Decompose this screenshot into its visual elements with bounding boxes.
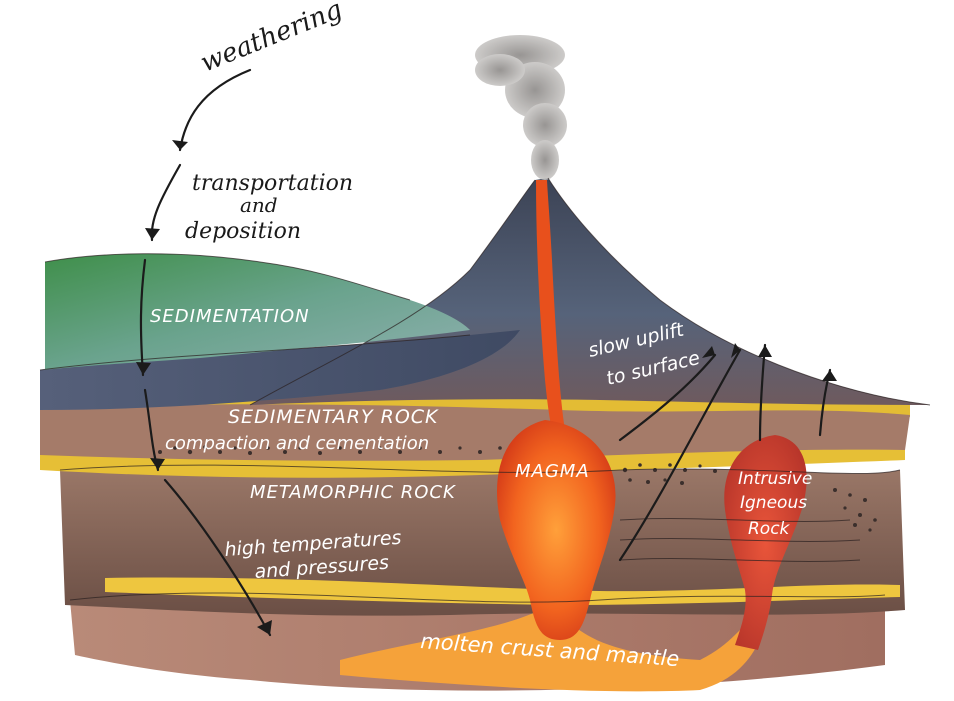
label-metamorphic-rock: METAMORPHIC ROCK [250,482,456,503]
label-compaction: compaction and cementation [165,433,429,454]
label-igneous: Igneous [740,493,807,513]
arrow-heads [136,140,837,635]
label-transportation: transportation [192,171,353,196]
intrusive-igneous-rock [724,435,807,650]
magma-conduit [536,180,565,430]
sedimentary-yellow-band-2 [105,577,900,605]
label-sedimentation: SEDIMENTATION [150,306,310,327]
label-rock: Rock [748,519,791,539]
sedimentary-rock-layer [40,404,910,461]
label-sedimentary-rock: SEDIMENTARY ROCK [228,406,439,428]
label-deposition: deposition [185,219,301,244]
label-weathering: weathering [196,0,346,78]
molten-channel-lower [340,610,760,692]
gravel-dots-right [622,463,877,532]
sedimentation-hill [45,253,470,370]
label-intrusive: Intrusive [738,469,812,489]
volcano-smoke [475,35,567,180]
magma-chamber [497,420,616,640]
strata-lines [39,177,931,603]
gravel-dots-left [158,445,502,455]
label-magma: MAGMA [515,461,590,482]
label-transportation-and: and [240,193,278,217]
metamorphic-layer [60,465,905,616]
sediment-slate-layer [40,330,520,410]
